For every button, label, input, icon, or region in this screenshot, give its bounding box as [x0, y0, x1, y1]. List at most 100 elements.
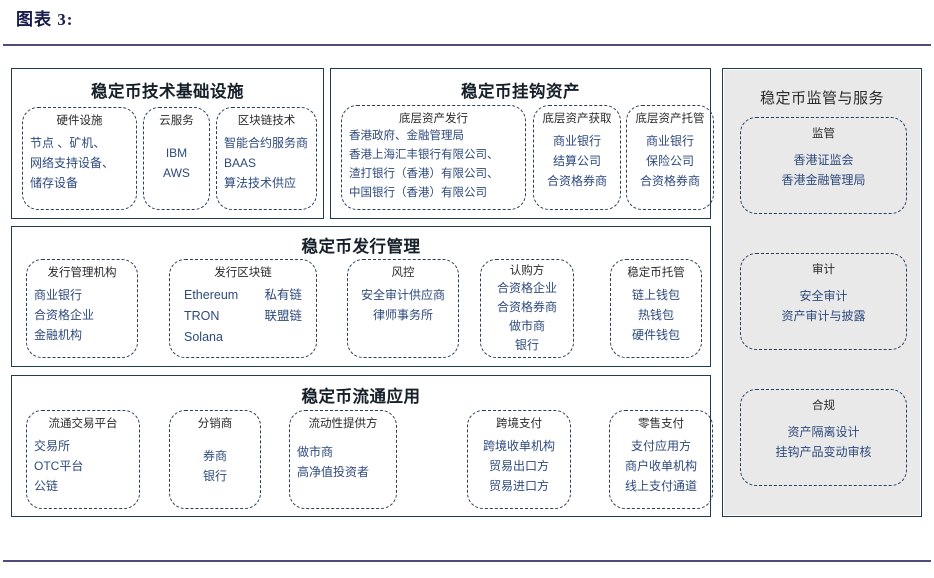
node-item: 公链 [34, 479, 59, 493]
footer-divider [3, 560, 931, 562]
node-item: 交易所 [34, 439, 71, 453]
node-item: BAAS [224, 156, 257, 170]
node-subscriber: 认购方 合资格企业 合资格券商 做市商 银行 [480, 259, 574, 358]
node-row: Ethereum 私有链 [170, 285, 316, 306]
node-title-blockchain-tech: 区块链技术 [237, 115, 296, 127]
node-item: 券商 [202, 449, 227, 463]
node-blockchain-tech: 区块链技术 智能合约服务商 BAAS 算法技术供应 [216, 107, 317, 210]
node-hardware: 硬件设施 节点 、矿机、 网络支持设备、 储存设备 [22, 107, 137, 210]
node-title-issuing-chain: 发行区块链 [214, 267, 272, 279]
node-item: AWS [163, 166, 190, 180]
node-title-underlying-custody: 底层资产托管 [635, 113, 705, 125]
node-item: 支付应用方 [630, 439, 691, 453]
node-title-audit: 审计 [812, 264, 835, 276]
node-item: 联盟链 [264, 309, 302, 323]
node-item: 律师事务所 [372, 308, 433, 322]
node-item: 热钱包 [637, 308, 674, 322]
node-item: 金融机构 [34, 328, 83, 342]
node-item: 香港政府、金融管理局 [349, 130, 464, 142]
node-item: 私有链 [264, 288, 302, 302]
figure-label: 图表 3: [16, 10, 74, 29]
node-item: 资产审计与披露 [781, 309, 866, 323]
node-item: 中国银行（香港）有限公司 [349, 187, 487, 199]
node-item: 做市商 [297, 445, 334, 459]
node-item: 算法技术供应 [224, 176, 297, 190]
node-item: TRON [184, 309, 220, 323]
node-item: 挂钩产品变动审核 [775, 445, 872, 459]
node-title-regulation: 监管 [812, 128, 835, 140]
node-item: 香港金融管理局 [781, 173, 866, 187]
node-item: 贸易出口方 [488, 459, 549, 473]
node-title-risk-control: 风控 [391, 267, 415, 279]
node-distributor: 分销商 券商 银行 [169, 410, 261, 509]
node-item: 合资格企业 [34, 308, 95, 322]
section-title-regulation-and-service: 稳定币监管与服务 [759, 90, 884, 107]
node-title-subscriber: 认购方 [509, 265, 545, 277]
section-tech-infrastructure: 稳定币技术基础设施 硬件设施 节点 、矿机、 网络支持设备、 储存设备 云服务 … [11, 68, 324, 219]
node-item: 商业银行 [552, 134, 601, 148]
node-item: IBM [165, 146, 188, 160]
node-underlying-acquire: 底层资产获取 商业银行 结算公司 合资格券商 [533, 105, 621, 210]
node-title-issuing-institution: 发行管理机构 [47, 267, 117, 279]
node-item: 商户收单机构 [624, 459, 697, 473]
node-issuing-chain: 发行区块链 Ethereum 私有链 TRON 联盟链 Solana [169, 259, 317, 358]
node-title-cross-border-payment: 跨境支付 [496, 418, 542, 430]
node-item: 商业银行 [645, 134, 694, 148]
node-item: Ethereum [184, 288, 239, 302]
section-title-issuance-management: 稳定币发行管理 [301, 238, 421, 256]
header-divider [3, 44, 931, 46]
node-audit: 审计 安全审计 资产审计与披露 [740, 253, 907, 350]
node-item: 合资格券商 [496, 300, 557, 314]
node-item: 线上支付通道 [624, 479, 697, 493]
node-trading-platform: 流通交易平台 交易所 OTC平台 公链 [26, 410, 140, 509]
node-stablecoin-custody: 稳定币托管 链上钱包 热钱包 硬件钱包 [610, 259, 702, 358]
node-item: 保险公司 [645, 154, 694, 168]
node-title-liquidity-provider: 流动性提供方 [308, 418, 378, 430]
node-item: 银行 [202, 469, 227, 483]
node-cloud-service: 云服务 IBM AWS [143, 107, 210, 210]
node-item: 节点 、矿机、 [30, 136, 106, 150]
node-item: 资产隔离设计 [787, 425, 860, 439]
node-title-retail-payment: 零售支付 [638, 418, 684, 430]
node-risk-control: 风控 安全审计供应商 律师事务所 [347, 259, 459, 358]
node-title-hardware: 硬件设施 [56, 115, 103, 127]
node-item: 高净值投资者 [297, 465, 370, 479]
node-item: Solana [184, 330, 223, 344]
node-item: 硬件钱包 [631, 328, 680, 342]
node-underlying-custody: 底层资产托管 商业银行 保险公司 合资格券商 [626, 105, 714, 210]
node-item: 银行 [514, 338, 539, 352]
node-item: 贸易进口方 [488, 479, 549, 493]
node-item: 安全审计 [799, 289, 848, 303]
section-pegged-assets: 稳定币挂钩资产 底层资产发行 香港政府、金融管理局 香港上海汇丰银行有限公司、 … [330, 68, 714, 219]
node-item: 合资格券商 [639, 174, 700, 188]
node-cross-border-payment: 跨境支付 跨境收单机构 贸易出口方 贸易进口方 [467, 410, 571, 509]
section-title-tech-infrastructure: 稳定币技术基础设施 [91, 83, 244, 101]
node-title-compliance: 合规 [812, 400, 835, 412]
node-item: 智能合约服务商 [224, 136, 309, 150]
node-issuing-institution: 发行管理机构 商业银行 合资格企业 金融机构 [26, 259, 138, 358]
diagram-canvas: 稳定币技术基础设施 硬件设施 节点 、矿机、 网络支持设备、 储存设备 云服务 … [0, 46, 934, 546]
node-item: 渣打银行（香港）有限公司、 [349, 168, 499, 180]
section-title-circulation-application: 稳定币流通应用 [301, 388, 421, 406]
node-item: 合资格企业 [496, 281, 557, 295]
section-regulation-and-service: 稳定币监管与服务 监管 香港证监会 香港金融管理局 审计 安全审计 资产审计与披… [722, 68, 922, 517]
section-circulation-application: 稳定币流通应用 流通交易平台 交易所 OTC平台 公链 分销商 券商 银行 流动… [11, 375, 713, 517]
node-item: 网络支持设备、 [30, 156, 115, 170]
section-title-pegged-assets: 稳定币挂钩资产 [461, 83, 580, 101]
node-title-stablecoin-custody: 稳定币托管 [627, 267, 685, 279]
node-regulation: 监管 香港证监会 香港金融管理局 [740, 117, 907, 214]
node-row: Solana [170, 327, 316, 348]
node-item: 合资格券商 [546, 174, 607, 188]
node-liquidity-provider: 流动性提供方 做市商 高净值投资者 [289, 410, 397, 509]
node-item: 商业银行 [34, 288, 83, 302]
node-retail-payment: 零售支付 支付应用方 商户收单机构 线上支付通道 [609, 410, 713, 509]
node-item: 链上钱包 [631, 288, 680, 302]
node-underlying-issue: 底层资产发行 香港政府、金融管理局 香港上海汇丰银行有限公司、 渣打银行（香港）… [341, 105, 526, 210]
node-title-underlying-acquire: 底层资产获取 [542, 113, 612, 125]
node-title-cloud-service: 云服务 [159, 115, 194, 127]
node-item: 跨境收单机构 [482, 439, 555, 453]
node-item: 安全审计供应商 [360, 288, 445, 302]
node-item: 香港证监会 [793, 153, 854, 167]
section-issuance-management: 稳定币发行管理 发行管理机构 商业银行 合资格企业 金融机构 发行区块链 Eth… [11, 226, 711, 367]
node-item: 做市商 [508, 319, 545, 333]
